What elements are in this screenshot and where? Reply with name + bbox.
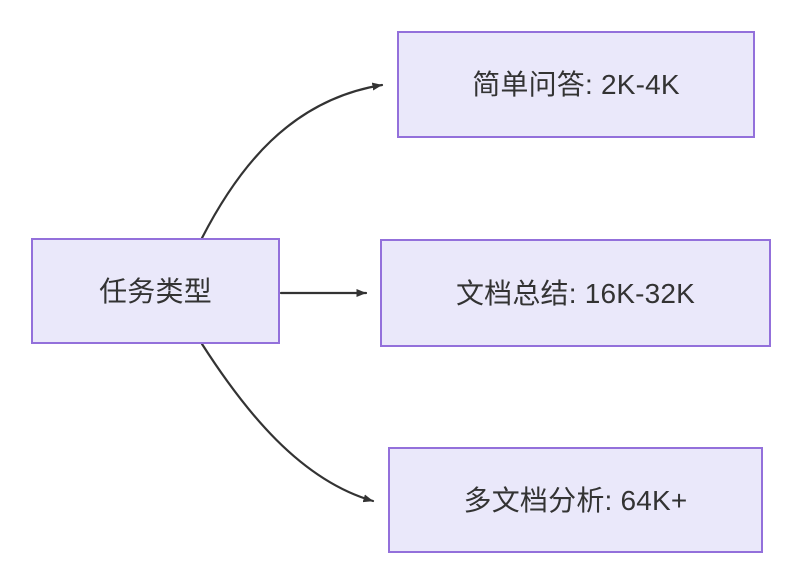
- node-task-type[interactable]: 任务类型: [31, 238, 280, 344]
- node-doc-summary[interactable]: 文档总结: 16K-32K: [380, 239, 771, 347]
- node-doc-summary-label: 文档总结: 16K-32K: [455, 277, 696, 309]
- node-multi-doc[interactable]: 多文档分析: 64K+: [388, 447, 763, 553]
- node-task-type-label: 任务类型: [99, 275, 212, 307]
- node-multi-doc-label: 多文档分析: 64K+: [463, 484, 688, 516]
- node-simple-qa-label: 简单问答: 2K-4K: [472, 69, 680, 100]
- node-simple-qa[interactable]: 简单问答: 2K-4K: [397, 31, 755, 138]
- edge-task-type-to-simple-qa: [200, 82, 384, 240]
- edge-task-type-to-multi-doc: [200, 342, 375, 503]
